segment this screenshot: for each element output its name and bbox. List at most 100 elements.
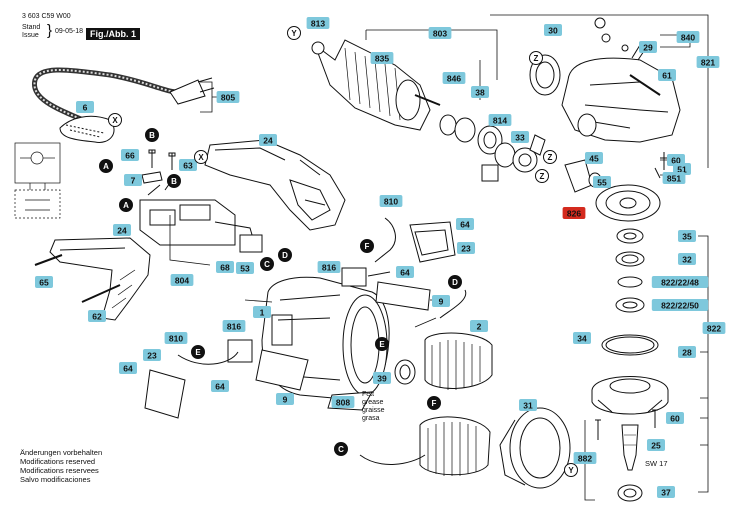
part-label-box (170, 274, 194, 286)
grease-note-line-3: graisse (362, 407, 385, 414)
connector-letter: Y (568, 466, 574, 475)
part-label-text: 64 (400, 268, 410, 278)
part-label-box (676, 31, 700, 43)
part-label-box (124, 174, 142, 186)
connector-letter: Z (540, 172, 545, 181)
handle-screws (34, 254, 121, 303)
part-label-text: 25 (651, 441, 661, 451)
connector-z: Z (535, 169, 549, 183)
part-label-box (666, 412, 684, 424)
doc-number: 3 603 C59 W00 (22, 13, 71, 20)
part-label-box (562, 207, 586, 219)
part-label-text: 37 (661, 488, 671, 498)
part-label-box (519, 399, 537, 411)
part-label-box (544, 24, 562, 36)
part-label-box (442, 72, 466, 84)
part-label-text: 24 (263, 136, 273, 146)
connector-circle (535, 169, 549, 183)
connector-circle (194, 150, 208, 164)
part-label-box (253, 306, 271, 318)
part-label-box (35, 276, 53, 288)
note-line: Modifications reservees (20, 466, 99, 475)
part-label-804: 804 (170, 274, 194, 286)
part-label-box (432, 295, 450, 307)
connector-a: A (99, 159, 113, 173)
part-label-text: 64 (460, 220, 470, 230)
connector-circle (278, 248, 292, 262)
connector-letter: A (103, 162, 109, 171)
part-label-65: 65 (35, 276, 53, 288)
bevel-gear-drawing (595, 184, 661, 222)
connector-letter: X (112, 116, 118, 125)
field-coil-upper-drawing (424, 332, 493, 390)
part-label-851: 851 (662, 172, 686, 184)
part-label-box (113, 224, 131, 236)
part-label-62: 62 (88, 310, 106, 322)
connector-circle (108, 113, 122, 127)
part-label-31: 31 (519, 399, 537, 411)
part-label-803: 803 (428, 27, 452, 39)
connector-e: E (375, 337, 389, 351)
connector-letter: Y (291, 29, 297, 38)
connector-letter: F (432, 399, 437, 408)
connector-z: Z (543, 150, 557, 164)
part-label-text: 53 (240, 264, 250, 274)
part-label-text: 813 (311, 19, 325, 29)
switch-assembly-drawing (139, 179, 263, 253)
spindle-stack-drawing (601, 228, 659, 356)
part-label-text: 38 (475, 88, 485, 98)
part-label-2: 2 (470, 320, 488, 332)
grease-note-line-4: grasa (362, 415, 380, 422)
part-label-box (179, 159, 197, 171)
connector-circle (529, 51, 543, 65)
field-coil-lower-drawing (359, 416, 491, 476)
part-label-814: 814 (488, 114, 512, 126)
part-label-822-22-48: 822/22/48 (651, 276, 709, 288)
part-label-text: 810 (169, 334, 183, 344)
part-label-846: 846 (442, 72, 466, 84)
part-label-box (428, 27, 452, 39)
part-label-61: 61 (658, 69, 676, 81)
armature-drawing (311, 39, 441, 131)
connector-letter: D (452, 278, 458, 287)
part-label-text: 7 (131, 176, 136, 186)
part-label-822: 822 (702, 322, 726, 334)
part-label-text: 28 (682, 348, 692, 358)
part-label-60: 60 (666, 412, 684, 424)
part-label-text: 45 (589, 154, 599, 164)
part-label-808: 808 (331, 396, 355, 408)
part-label-box (379, 195, 403, 207)
connector-b: B (167, 174, 181, 188)
note-line: Änderungen vorbehalten (20, 448, 103, 457)
connector-y: Y (564, 463, 578, 477)
part-label-box (696, 56, 720, 68)
part-label-box (457, 242, 475, 254)
part-label-box (456, 218, 474, 230)
connector-letter: C (264, 260, 270, 269)
part-label-box (76, 101, 94, 113)
grease-note-line-1: Fett (362, 391, 374, 398)
part-label-text: 851 (667, 174, 681, 184)
part-label-box (511, 131, 529, 143)
part-label-text: 816 (322, 263, 336, 273)
part-label-text: 51 (677, 165, 687, 175)
connector-x: X (108, 113, 122, 127)
part-label-box (702, 322, 726, 334)
part-label-37: 37 (657, 486, 675, 498)
connector-circle (334, 442, 348, 456)
connector-circle (99, 159, 113, 173)
part-label-text: 65 (39, 278, 49, 288)
part-label-box (678, 230, 696, 242)
part-label-30: 30 (544, 24, 562, 36)
part-label-64: 64 (456, 218, 474, 230)
bearing-flange-drawing (591, 376, 669, 415)
carbon-brush-cover (144, 221, 456, 419)
gear-head-drawing (529, 41, 681, 143)
part-label-34: 34 (573, 332, 591, 344)
part-label-text: 846 (447, 74, 461, 84)
part-label-29: 29 (639, 41, 657, 53)
small-screws-left (141, 149, 176, 184)
part-label-text: 35 (682, 232, 692, 242)
connector-f: F (427, 396, 441, 410)
part-label-805: 805 (216, 91, 240, 103)
